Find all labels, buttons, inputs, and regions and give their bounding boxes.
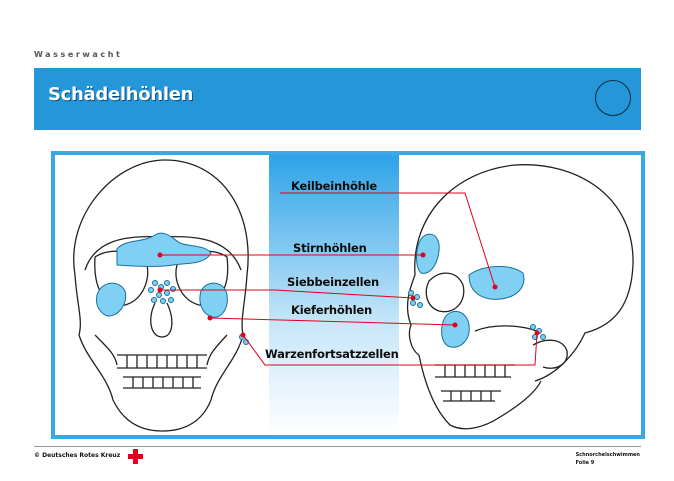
slide-title: Schädelhöhlen bbox=[48, 84, 193, 105]
label-kieferhoehlen: Kieferhöhlen bbox=[291, 303, 372, 317]
label-warzenfortsatzzellen: Warzenfortsatzzellen bbox=[265, 347, 399, 361]
circle-icon bbox=[595, 80, 631, 116]
label-keilbeinhoehle: Keilbeinhöhle bbox=[291, 179, 377, 193]
red-cross-logo bbox=[128, 449, 143, 464]
footer-divider bbox=[34, 446, 641, 447]
side-skull bbox=[408, 165, 634, 429]
skull-illustration-frame: Keilbeinhöhle Stirnhöhlen Siebbeinzellen… bbox=[51, 151, 645, 439]
front-sinuses bbox=[96, 233, 248, 344]
skull-illustration: Keilbeinhöhle Stirnhöhlen Siebbeinzellen… bbox=[55, 155, 641, 435]
footer-info: Schnorchelschwimmen Folie 9 bbox=[576, 451, 640, 467]
organization-label: Wasserwacht bbox=[34, 50, 122, 59]
slide-number: Folie 9 bbox=[576, 459, 640, 467]
copyright-text: © Deutsches Rotes Kreuz bbox=[34, 452, 120, 459]
course-name: Schnorchelschwimmen bbox=[576, 451, 640, 459]
title-bar: Schädelhöhlen bbox=[34, 68, 641, 130]
skull-drawings bbox=[55, 155, 641, 435]
label-siebbeinzellen: Siebbeinzellen bbox=[287, 275, 379, 289]
label-stirnhoehlen: Stirnhöhlen bbox=[293, 241, 367, 255]
